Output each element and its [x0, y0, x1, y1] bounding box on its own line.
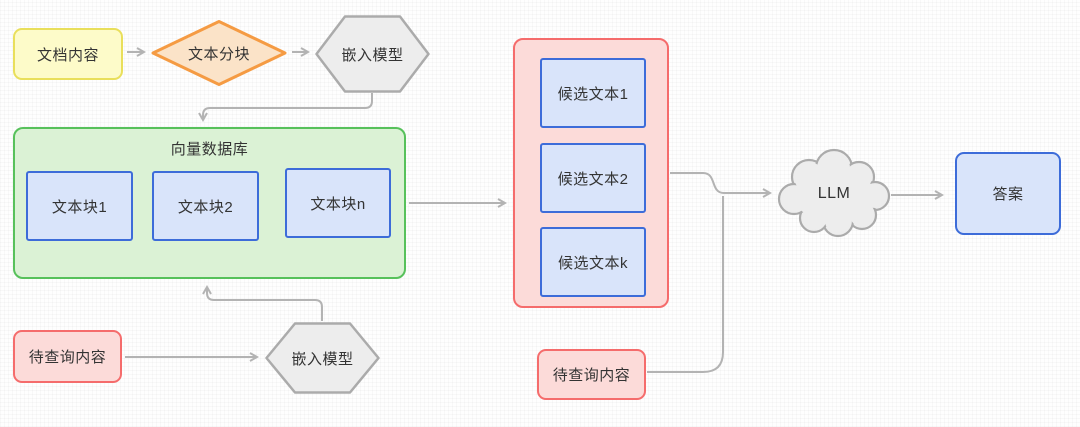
node-candidates-container: 候选文本1 候选文本2 候选文本k — [513, 38, 669, 308]
node-answer: 答案 — [955, 152, 1061, 235]
node-query-left-label: 待查询内容 — [28, 349, 107, 366]
node-chunk-1: 文本块1 — [26, 171, 133, 241]
node-chunk-2: 文本块2 — [152, 171, 259, 241]
node-candidate-k-label: 候选文本k — [557, 254, 628, 272]
node-text-split-label: 文本分块 — [187, 45, 250, 63]
node-chunk-n: 文本块n — [285, 168, 391, 238]
connector-embed-to-vectordb — [198, 93, 373, 123]
node-answer-label: 答案 — [992, 186, 1024, 203]
node-embed-top: 嵌入模型 — [315, 15, 430, 93]
node-llm-label: LLM — [817, 185, 851, 202]
node-doc-content: 文档内容 — [13, 28, 123, 80]
node-candidate-1-label: 候选文本1 — [557, 85, 629, 103]
connector-embedbottom-to-vectordb — [202, 284, 323, 321]
node-query-bottom-label: 待查询内容 — [552, 367, 631, 384]
node-candidate-k: 候选文本k — [540, 227, 646, 297]
node-query-bottom: 待查询内容 — [537, 349, 646, 400]
node-doc-content-label: 文档内容 — [36, 46, 99, 64]
node-candidate-1: 候选文本1 — [540, 58, 646, 128]
node-embed-bottom-shape — [265, 322, 380, 394]
node-vector-db-label: 向量数据库 — [170, 141, 249, 158]
node-candidate-2: 候选文本2 — [540, 143, 646, 213]
connector-candidates-to-llm — [670, 172, 773, 198]
node-embed-bottom-label: 嵌入模型 — [291, 350, 354, 368]
node-chunk-1-label: 文本块1 — [51, 198, 108, 216]
node-chunk-n-label: 文本块n — [310, 195, 366, 213]
node-embed-top-shape — [315, 15, 430, 93]
node-vector-db: 向量数据库 文本块1 文本块2 文本块n — [13, 127, 406, 279]
node-llm-cloud-shape — [777, 148, 891, 238]
node-text-split-shape — [151, 20, 287, 86]
node-chunk-2-label: 文本块2 — [177, 198, 234, 216]
node-llm: LLM — [776, 147, 892, 241]
node-candidate-2-label: 候选文本2 — [557, 170, 629, 188]
node-query-left: 待查询内容 — [13, 330, 122, 383]
node-embed-bottom: 嵌入模型 — [265, 322, 380, 394]
node-embed-top-label: 嵌入模型 — [341, 46, 404, 64]
node-text-split: 文本分块 — [150, 19, 288, 87]
